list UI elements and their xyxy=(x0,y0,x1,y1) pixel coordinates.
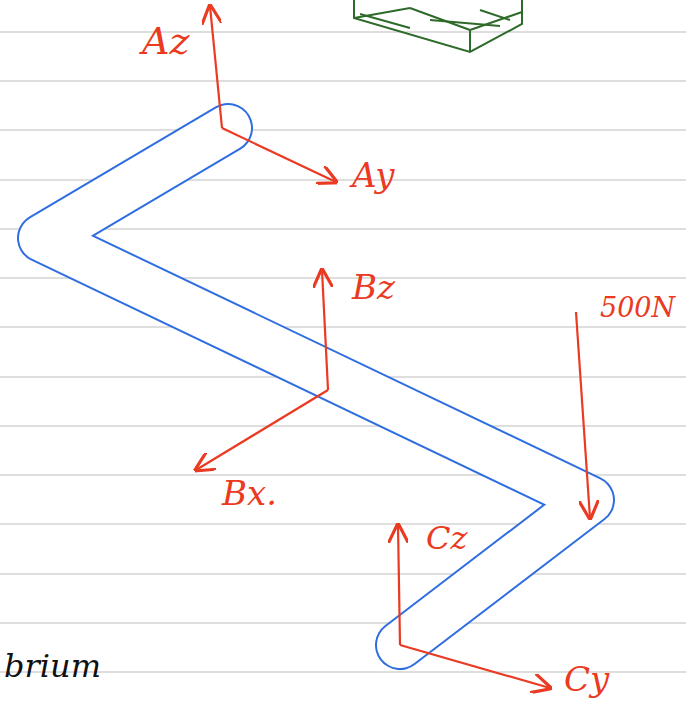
force-label: Ay xyxy=(352,158,394,192)
green-box xyxy=(354,0,522,52)
force-label: Bx. xyxy=(222,476,277,510)
force-arrow xyxy=(210,6,222,128)
force-label: 500N xyxy=(600,294,675,321)
force-arrow xyxy=(576,312,590,518)
force-label: Bz xyxy=(352,270,395,304)
force-arrow xyxy=(222,128,336,182)
force-arrow xyxy=(398,525,400,645)
note-text: brium xyxy=(4,650,101,682)
force-arrow xyxy=(322,270,328,390)
force-arrow xyxy=(196,390,328,470)
force-label: Cy xyxy=(564,662,609,696)
paper-lines xyxy=(0,32,686,672)
bent-rod xyxy=(42,128,590,645)
force-arrow xyxy=(400,645,550,688)
force-arrows xyxy=(196,6,590,688)
force-label: Az xyxy=(142,22,189,60)
force-label: Cz xyxy=(426,522,467,554)
